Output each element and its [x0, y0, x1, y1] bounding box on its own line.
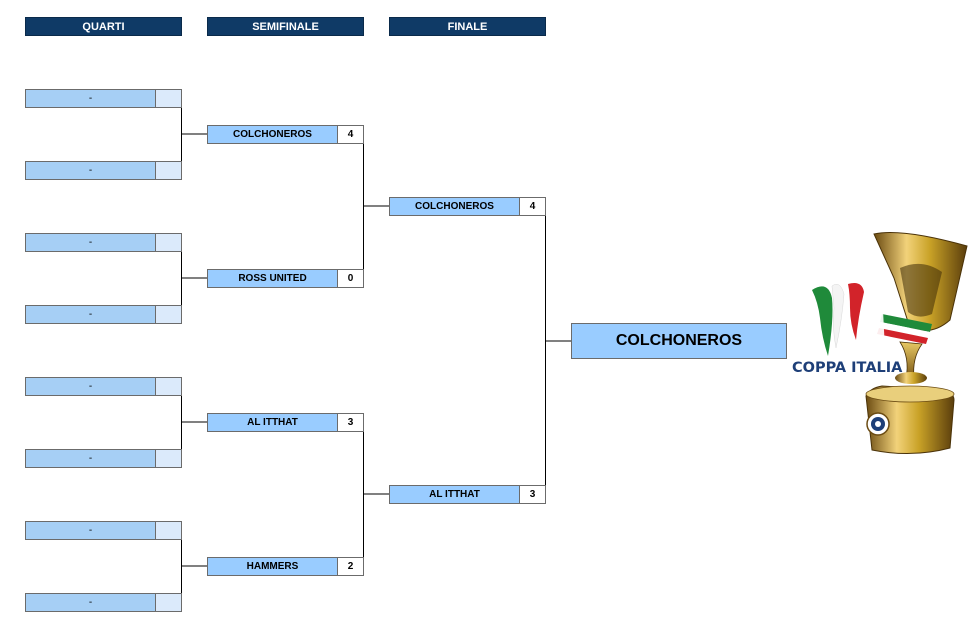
final-slot-1: COLCHONEROS 4: [389, 197, 546, 216]
qf-slot-2-score: [156, 162, 181, 179]
qf-slot-2-team: -: [26, 162, 156, 179]
round-header-semifinals: SEMIFINALE: [207, 17, 364, 36]
qf-slot-8-score: [156, 594, 181, 611]
sf-slot-3-score: 3: [338, 414, 363, 431]
final-slot-1-score: 4: [520, 198, 545, 215]
final-slot-2: AL ITTHAT 3: [389, 485, 546, 504]
sf-slot-4-team: HAMMERS: [208, 558, 338, 575]
qf-slot-8-team: -: [26, 594, 156, 611]
qf-slot-1-team: -: [26, 90, 156, 107]
qf-slot-5-score: [156, 378, 181, 395]
qf-slot-2: -: [25, 161, 182, 180]
qf-slot-1: -: [25, 89, 182, 108]
qf-slot-3: -: [25, 233, 182, 252]
qf-slot-4: -: [25, 305, 182, 324]
sf-slot-2-score: 0: [338, 270, 363, 287]
coppa-italia-logo-text: COPPA ITALIA: [792, 360, 903, 376]
qf-slot-6: -: [25, 449, 182, 468]
final-slot-1-team: COLCHONEROS: [390, 198, 520, 215]
connector-qf2: [181, 242, 207, 314]
final-slot-2-score: 3: [520, 486, 545, 503]
connector-qf3: [181, 386, 207, 458]
sf-slot-1-team: COLCHONEROS: [208, 126, 338, 143]
qf-slot-8: -: [25, 593, 182, 612]
qf-slot-5: -: [25, 377, 182, 396]
round-header-quarterfinals: QUARTI: [25, 17, 182, 36]
qf-slot-5-team: -: [26, 378, 156, 395]
qf-slot-4-team: -: [26, 306, 156, 323]
sf-slot-4-score: 2: [338, 558, 363, 575]
connector-sf1: [363, 134, 389, 278]
sf-slot-3-team: AL ITTHAT: [208, 414, 338, 431]
connector-qf4: [181, 530, 207, 602]
coppa-italia-trophy-icon: COPPA ITALIA: [790, 232, 968, 455]
qf-slot-6-team: -: [26, 450, 156, 467]
sf-slot-2-team: ROSS UNITED: [208, 270, 338, 287]
champion-box: COLCHONEROS: [571, 323, 787, 359]
sf-slot-2: ROSS UNITED 0: [207, 269, 364, 288]
qf-slot-3-score: [156, 234, 181, 251]
sf-slot-1-score: 4: [338, 126, 363, 143]
sf-slot-4: HAMMERS 2: [207, 557, 364, 576]
connector-qf1: [181, 98, 207, 170]
qf-slot-4-score: [156, 306, 181, 323]
qf-slot-1-score: [156, 90, 181, 107]
final-slot-2-team: AL ITTHAT: [390, 486, 520, 503]
qf-slot-7-team: -: [26, 522, 156, 539]
connector-sf2: [363, 422, 389, 566]
qf-slot-7-score: [156, 522, 181, 539]
qf-slot-6-score: [156, 450, 181, 467]
round-header-final: FINALE: [389, 17, 546, 36]
qf-slot-3-team: -: [26, 234, 156, 251]
qf-slot-7: -: [25, 521, 182, 540]
sf-slot-1: COLCHONEROS 4: [207, 125, 364, 144]
connector-final: [545, 206, 571, 494]
sf-slot-3: AL ITTHAT 3: [207, 413, 364, 432]
